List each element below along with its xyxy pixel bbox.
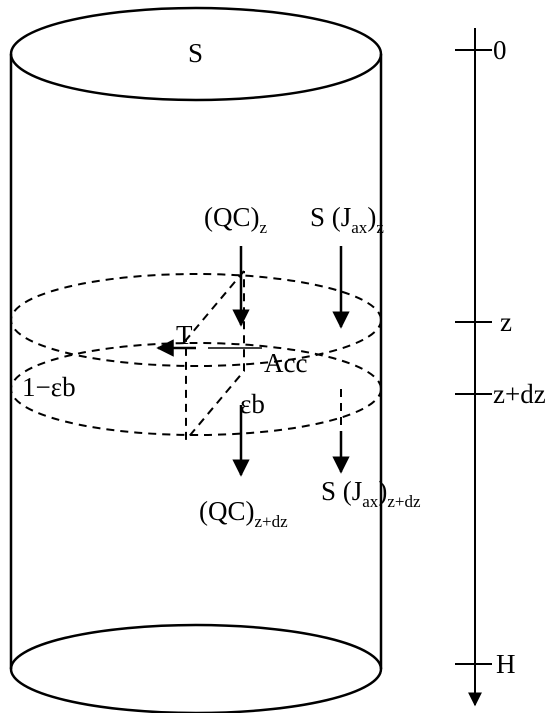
disp-in-post: ) [367,202,376,232]
axis-label-0: 0 [493,35,507,65]
interface-plane [185,270,245,443]
axis-label-H: H [496,649,516,679]
accumulation-label: Acc [264,348,307,378]
disp-in-sub2: z [376,218,384,237]
axis-label-z: z [500,307,512,337]
flux-out-label: (QC)z+dz [199,496,288,531]
solid-fraction-label: 1−εb [22,372,76,402]
disp-out-post: ) [378,476,387,506]
slice-upper-ellipse [10,273,382,367]
cylinder-bottom-ellipse [9,623,383,713]
axis-label-zdz: z+dz [493,379,546,409]
slice-lower-ellipse [10,342,382,436]
flux-out-main: (QC) [199,496,255,526]
transfer-label: T [176,320,193,350]
flux-in-label: (QC)z [204,202,268,237]
disp-out-sub1: ax [362,492,379,511]
top-label: S [188,38,203,68]
flux-in-sub: z [260,218,268,237]
flux-out-sub: z+dz [255,512,289,531]
disp-out-pre: S (J [321,476,362,506]
disp-in-pre: S (J [310,202,351,232]
flux-in-main: (QC) [204,202,260,232]
disp-out-label: S (Jax)z+dz [321,476,421,511]
void-fraction-label: εb [240,389,265,419]
disp-out-sub2: z+dz [387,492,421,511]
disp-in-label: S (Jax)z [310,202,384,237]
disp-in-sub1: ax [351,218,368,237]
